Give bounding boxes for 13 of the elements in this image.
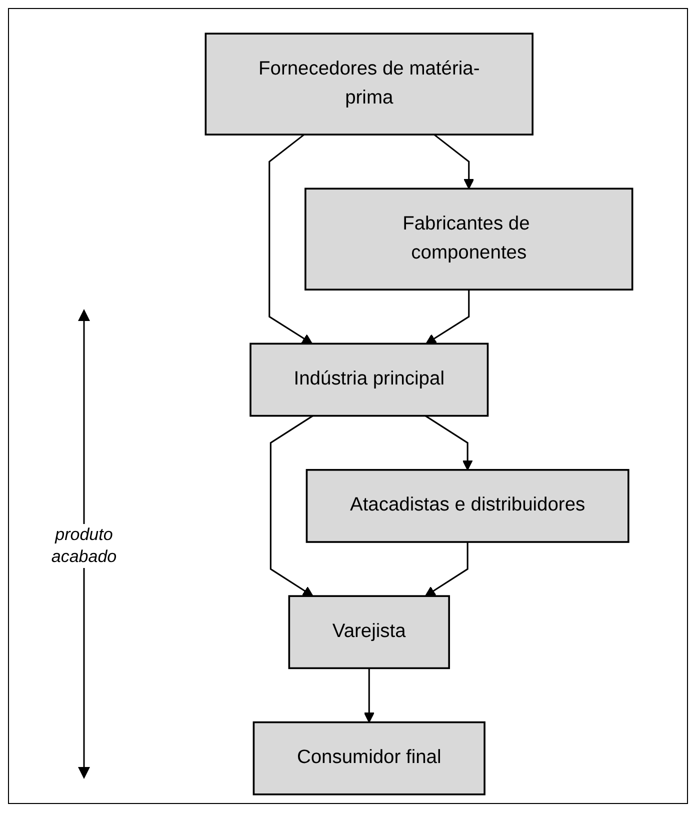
node-box: Atacadistas e distribuidores [306, 468, 630, 543]
node-box: Varejista [288, 595, 450, 670]
arrow [424, 542, 468, 597]
node-box: Indústria principal [250, 342, 489, 417]
arrow [434, 134, 474, 190]
arrow [364, 668, 374, 723]
node-box: Fornecedores de matéria-prima [204, 32, 534, 136]
node-box: Fabricantes de componentes [304, 188, 634, 291]
arrow [424, 415, 473, 470]
node-box: Consumidor final [252, 721, 486, 796]
arrow [268, 134, 313, 344]
arrow [426, 290, 470, 344]
arrow [270, 415, 314, 597]
